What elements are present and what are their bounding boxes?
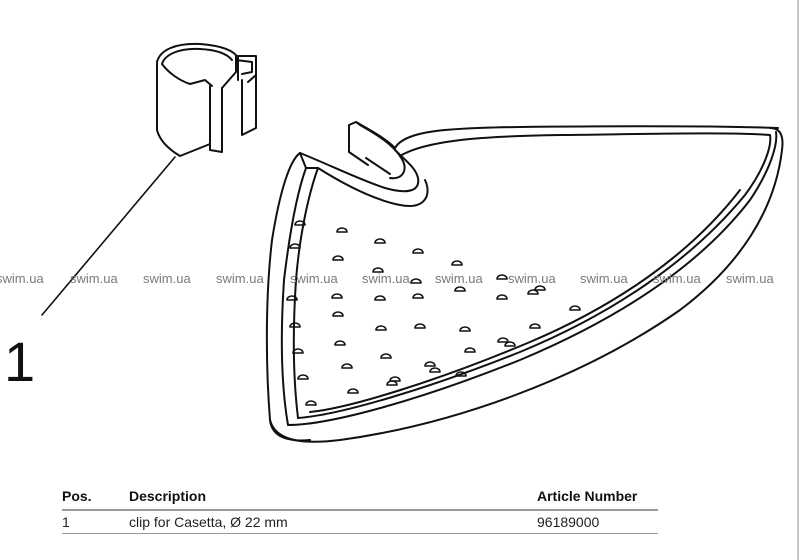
cell-article-number: 96189000 bbox=[537, 510, 658, 534]
parts-table: Pos. Description Article Number 1 clip f… bbox=[62, 486, 658, 534]
header-pos: Pos. bbox=[62, 486, 129, 511]
cell-description: clip for Casetta, Ø 22 mm bbox=[129, 510, 537, 534]
header-description: Description bbox=[129, 486, 537, 511]
header-article-number: Article Number bbox=[537, 486, 658, 511]
clip-drawing bbox=[156, 42, 257, 157]
position-number-label: 1 bbox=[4, 330, 36, 393]
basket-holes bbox=[286, 220, 581, 406]
technical-drawing bbox=[41, 42, 784, 443]
cell-pos: 1 bbox=[62, 510, 129, 534]
leader-line bbox=[41, 156, 176, 316]
parts-table-header-row: Pos. Description Article Number bbox=[62, 486, 658, 511]
basket-drawing bbox=[265, 121, 784, 443]
page-edge-rule bbox=[797, 0, 799, 560]
table-row: 1 clip for Casetta, Ø 22 mm 96189000 bbox=[62, 510, 658, 534]
